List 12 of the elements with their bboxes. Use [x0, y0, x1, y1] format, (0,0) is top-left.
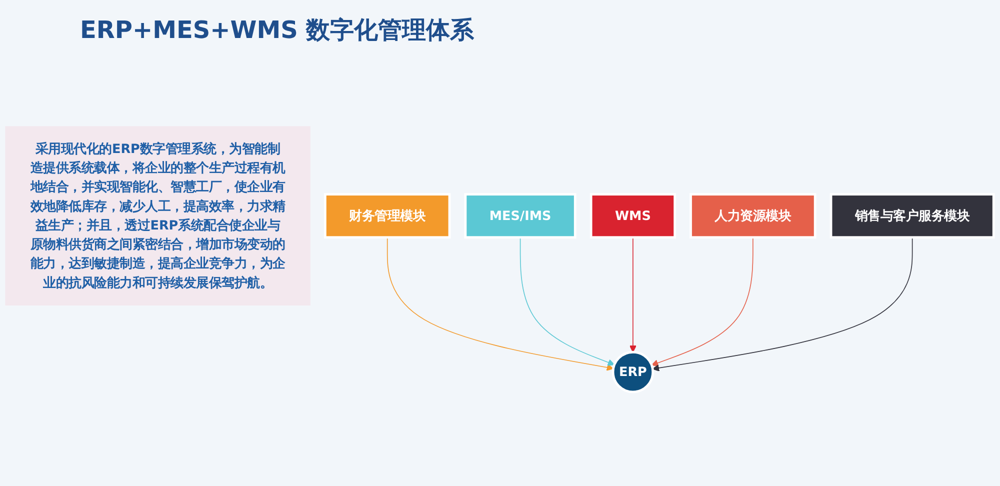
node-box: WMS: [590, 193, 676, 239]
node-box: 人力资源模块: [690, 193, 816, 239]
arrow: [520, 237, 615, 366]
node-circle: ERP: [612, 351, 654, 394]
node-box: 销售与客户服务模块: [830, 193, 995, 239]
node-box: MES/IMS: [464, 193, 576, 239]
diagram-title: ERP+MES+WMS 数字化管理体系: [80, 15, 476, 46]
arrow: [386, 237, 614, 372]
node-box: 财务管理模块: [324, 193, 451, 239]
arrow: [629, 237, 636, 353]
arrow: [651, 237, 754, 367]
arrow: [652, 237, 913, 372]
